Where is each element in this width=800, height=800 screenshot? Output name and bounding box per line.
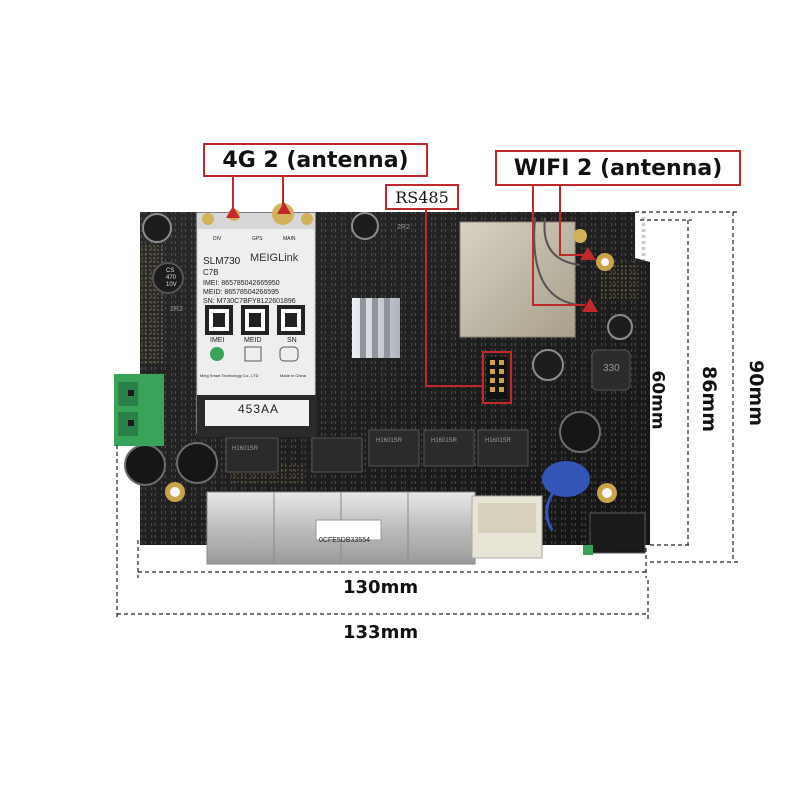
wifi-antenna-connector <box>533 217 587 306</box>
transformer-label: H1601SR <box>431 438 458 444</box>
rs485-callout: RS485 <box>385 184 459 210</box>
inductor <box>591 349 631 391</box>
antenna-4g-callout: 4G 2 (antenna) <box>203 143 428 177</box>
mounting-hole <box>596 253 614 271</box>
dim-label-90: 90mm <box>745 359 768 427</box>
cap-label-1: CS <box>166 268 175 274</box>
transformer <box>225 437 279 473</box>
module-imei: IMEI: 865785042665950 <box>203 280 280 287</box>
module-ant-gps: GPS <box>252 236 263 242</box>
transformer-label: H1601SR <box>232 446 259 452</box>
barcode-text: 0CFE5DB33554 <box>319 537 370 544</box>
rs485-header <box>487 357 507 399</box>
dim-label-133: 133mm <box>343 622 419 643</box>
rs485-highlight <box>482 351 512 404</box>
module-meid: MEID: 86578504266595 <box>203 289 279 296</box>
cap-label-3: 10V <box>166 282 177 288</box>
module-model: SLM730 <box>203 256 241 267</box>
antenna-marker <box>580 247 596 260</box>
wifi-shield <box>459 221 576 338</box>
capacitor <box>176 442 218 484</box>
slot-label: 453AA <box>238 402 280 416</box>
capacitor <box>152 262 184 294</box>
lte-module <box>196 203 317 437</box>
capacitor <box>532 349 564 381</box>
qr-label-sn: SN <box>287 337 297 344</box>
capacitor <box>351 212 379 240</box>
dim-label-60: 60mm <box>647 370 668 430</box>
mounting-hole <box>165 482 185 502</box>
dim-label-130: 130mm <box>343 577 419 598</box>
heatsink <box>352 298 400 358</box>
antenna-wifi-leader-1 <box>559 185 592 256</box>
module-variant: C7B <box>203 268 219 277</box>
transformer <box>477 429 529 467</box>
pcb-mark-2: 2R2 <box>397 224 410 231</box>
cap-label-2: 470 <box>166 275 177 281</box>
antenna-marker <box>277 202 291 214</box>
transformer <box>311 437 363 473</box>
module-footer-right: Made in China <box>280 373 306 378</box>
module-footer-left: Meig Smart Technology Co., LTD <box>200 373 259 378</box>
varistor <box>542 461 590 531</box>
qr-label-imei: IMEI <box>210 337 225 344</box>
transformer-label: H1601SR <box>485 438 512 444</box>
antenna-marker <box>582 298 598 312</box>
transformer-label: H1601SR <box>376 438 403 444</box>
module-brand: MEIGLink <box>250 252 299 264</box>
antenna-wifi-leader-2 <box>532 185 585 306</box>
rj45-port-single <box>471 495 543 559</box>
mounting-hole <box>597 483 617 503</box>
transformer <box>368 429 420 467</box>
capacitor <box>607 314 633 340</box>
qr-label-meid: MEID <box>244 337 262 344</box>
module-sn: SN: M730C7BFY8122601896 <box>203 298 296 305</box>
antenna-marker <box>226 206 240 218</box>
module-ant-main: MAIN <box>283 236 296 242</box>
capacitor <box>142 213 172 243</box>
antenna-wifi-callout: WIFI 2 (antenna) <box>495 150 741 186</box>
terminal-block <box>114 374 164 446</box>
dim-label-86: 86mm <box>698 365 721 433</box>
transformer <box>423 429 475 467</box>
capacitor <box>559 411 601 453</box>
rj45-ports <box>206 491 476 565</box>
dc-jack <box>583 512 646 555</box>
capacitor <box>124 444 166 486</box>
module-ant-div: DIV <box>213 236 222 242</box>
inductor-label: 330 <box>603 363 620 374</box>
rs485-leader <box>425 208 483 387</box>
pcb-mark: 2R2 <box>170 306 183 313</box>
